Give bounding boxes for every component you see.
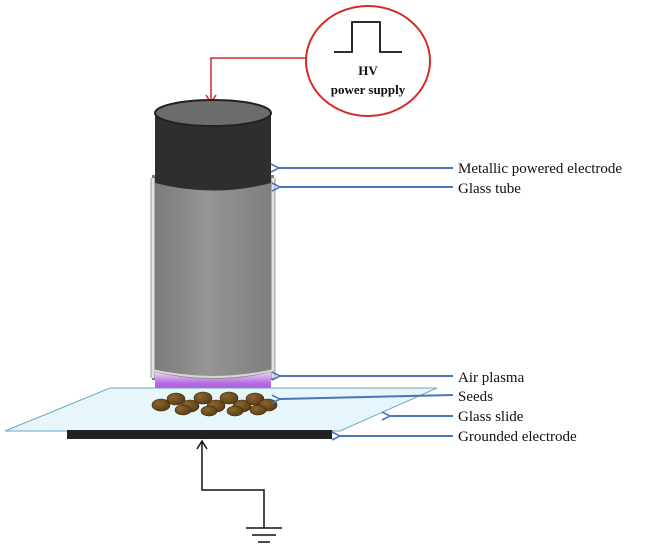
ground-connection xyxy=(196,439,282,543)
arrow-seeds xyxy=(280,394,454,399)
label-seeds: Seeds xyxy=(458,389,493,405)
label-plasma: Air plasma xyxy=(458,370,525,386)
seed xyxy=(226,405,244,417)
glass-tube-body xyxy=(152,175,274,380)
ground-wire-arrowhead-icon xyxy=(196,439,208,450)
supply-wire xyxy=(210,57,306,101)
label-electrode: Metallic powered electrode xyxy=(458,161,622,177)
callout-arrows xyxy=(279,168,454,436)
power-supply-label-line1: HV xyxy=(358,63,378,78)
label-tube: Glass tube xyxy=(458,181,521,197)
seed xyxy=(249,404,267,416)
metallic-electrode-body xyxy=(155,113,271,191)
pulse-waveform-icon xyxy=(334,21,402,53)
label-ground: Grounded electrode xyxy=(458,429,577,445)
glass-tube xyxy=(150,175,276,380)
ground-wire xyxy=(201,442,265,528)
metallic-electrode-top xyxy=(154,99,272,127)
seed xyxy=(193,391,213,405)
labels: Metallic powered electrode Glass tube Ai… xyxy=(458,161,622,445)
seed xyxy=(174,404,192,416)
power-supply-label-line2: power supply xyxy=(331,82,406,97)
glass-tube-rim xyxy=(151,369,275,378)
metallic-electrode xyxy=(154,99,272,191)
seed xyxy=(219,391,239,405)
seed xyxy=(200,405,218,417)
label-slide: Glass slide xyxy=(458,409,524,425)
hv-power-supply: HV power supply xyxy=(305,5,431,117)
seed xyxy=(245,392,265,406)
seed xyxy=(151,398,171,412)
seed xyxy=(166,392,186,406)
grounded-electrode xyxy=(67,430,332,439)
power-supply-circle xyxy=(305,5,431,117)
